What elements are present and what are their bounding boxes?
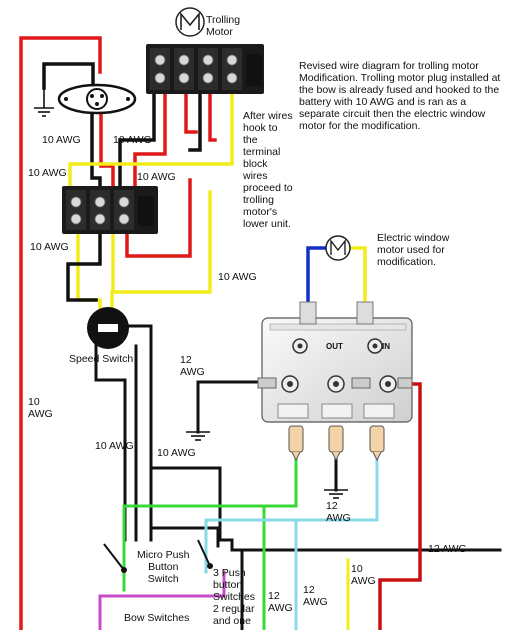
trolling-motor-label: Trolling Motor — [206, 14, 241, 38]
wire-label-12awg-a: 12 AWG — [180, 354, 205, 378]
terminal-block-lower — [62, 186, 158, 234]
wire-blue-motor — [306, 246, 328, 312]
wire-label-10awg-bottom: 10 AWG — [351, 563, 376, 587]
wire-black-lower-right2 — [149, 526, 220, 548]
window-motor-symbol — [325, 235, 351, 261]
wire-yellow-upper — [68, 90, 234, 194]
wire-black-upper-right — [188, 90, 202, 152]
push-switches — [103, 539, 213, 573]
after-wires-note: After wires hook to the terminal block w… — [243, 110, 293, 230]
wire-label-12awg-b: 12 AWG — [326, 500, 351, 524]
fuses — [288, 425, 385, 462]
wire-red-main — [19, 36, 102, 630]
wire-red-plug-block — [99, 110, 115, 192]
wire-yellow-lower-b — [111, 190, 212, 294]
wires — [19, 36, 502, 630]
wire-black-upper — [118, 88, 156, 194]
wire-label-10awg-h: 10 AWG — [157, 447, 196, 459]
ground-symbol-middle — [324, 489, 348, 499]
wire-label-12awg-c: 12 AWG — [428, 543, 467, 555]
out-label: OUT — [326, 342, 343, 351]
wire-black-lower-right — [149, 466, 502, 552]
wire-red-lower — [125, 178, 192, 258]
wire-label-10awg-f: 10 AWG — [218, 271, 257, 283]
wire-black-plug-lower — [90, 110, 102, 192]
terminal-block-upper — [146, 44, 264, 94]
bow-switches-label: Bow Switches — [124, 612, 190, 624]
wire-cyan — [204, 456, 379, 574]
wire-label-10awg-e: 10 AWG — [30, 241, 69, 253]
ground-symbol-plug — [34, 88, 54, 117]
micro-push-label: Micro Push Button Switch — [137, 549, 190, 585]
wire-label-10awg-c: 10 AWG — [28, 167, 67, 179]
wire-black-ground-left — [196, 380, 264, 434]
wire-red-upper-right — [184, 90, 198, 134]
revised-note: Revised wire diagram for trolling motor … — [299, 60, 501, 132]
wire-yellow-motor — [348, 246, 367, 312]
wire-label-10awg-a: 10 AWG — [42, 134, 81, 146]
wire-black-plug-down — [42, 62, 95, 90]
wire-green-main — [122, 456, 298, 592]
trolling-motor-plug — [57, 83, 137, 115]
wire-red-upper-right2 — [208, 90, 217, 142]
window-motor-note: Electric window motor used for modificat… — [377, 232, 450, 268]
wire-label-10awg-d: 10 AWG — [137, 171, 176, 183]
wire-label-12awg-d: 12 AWG — [268, 590, 293, 614]
wire-black-lower — [66, 230, 102, 302]
wire-yellow-lower-a — [76, 230, 102, 318]
wire-label-10awg-left: 10 AWG — [28, 396, 53, 420]
wire-red-upper — [133, 88, 167, 192]
wire-label-12awg-e: 12 AWG — [303, 584, 328, 608]
in-label: IN — [382, 342, 390, 351]
speed-switch-label: Speed Switch — [69, 353, 134, 365]
speed-switch — [87, 307, 129, 349]
window-motor-module — [257, 301, 413, 423]
wire-magenta — [98, 570, 226, 630]
three-push-note: 3 Push button Switches 2 regular and one — [213, 567, 256, 627]
ground-symbol-left — [186, 431, 210, 441]
wire-black-speed-left — [94, 342, 127, 542]
wire-label-10awg-b: 10 AWG — [113, 134, 152, 146]
trolling-motor-symbol — [175, 7, 205, 37]
wire-red-motor — [378, 382, 422, 630]
wire-label-10awg-g: 10 AWG — [95, 440, 134, 452]
